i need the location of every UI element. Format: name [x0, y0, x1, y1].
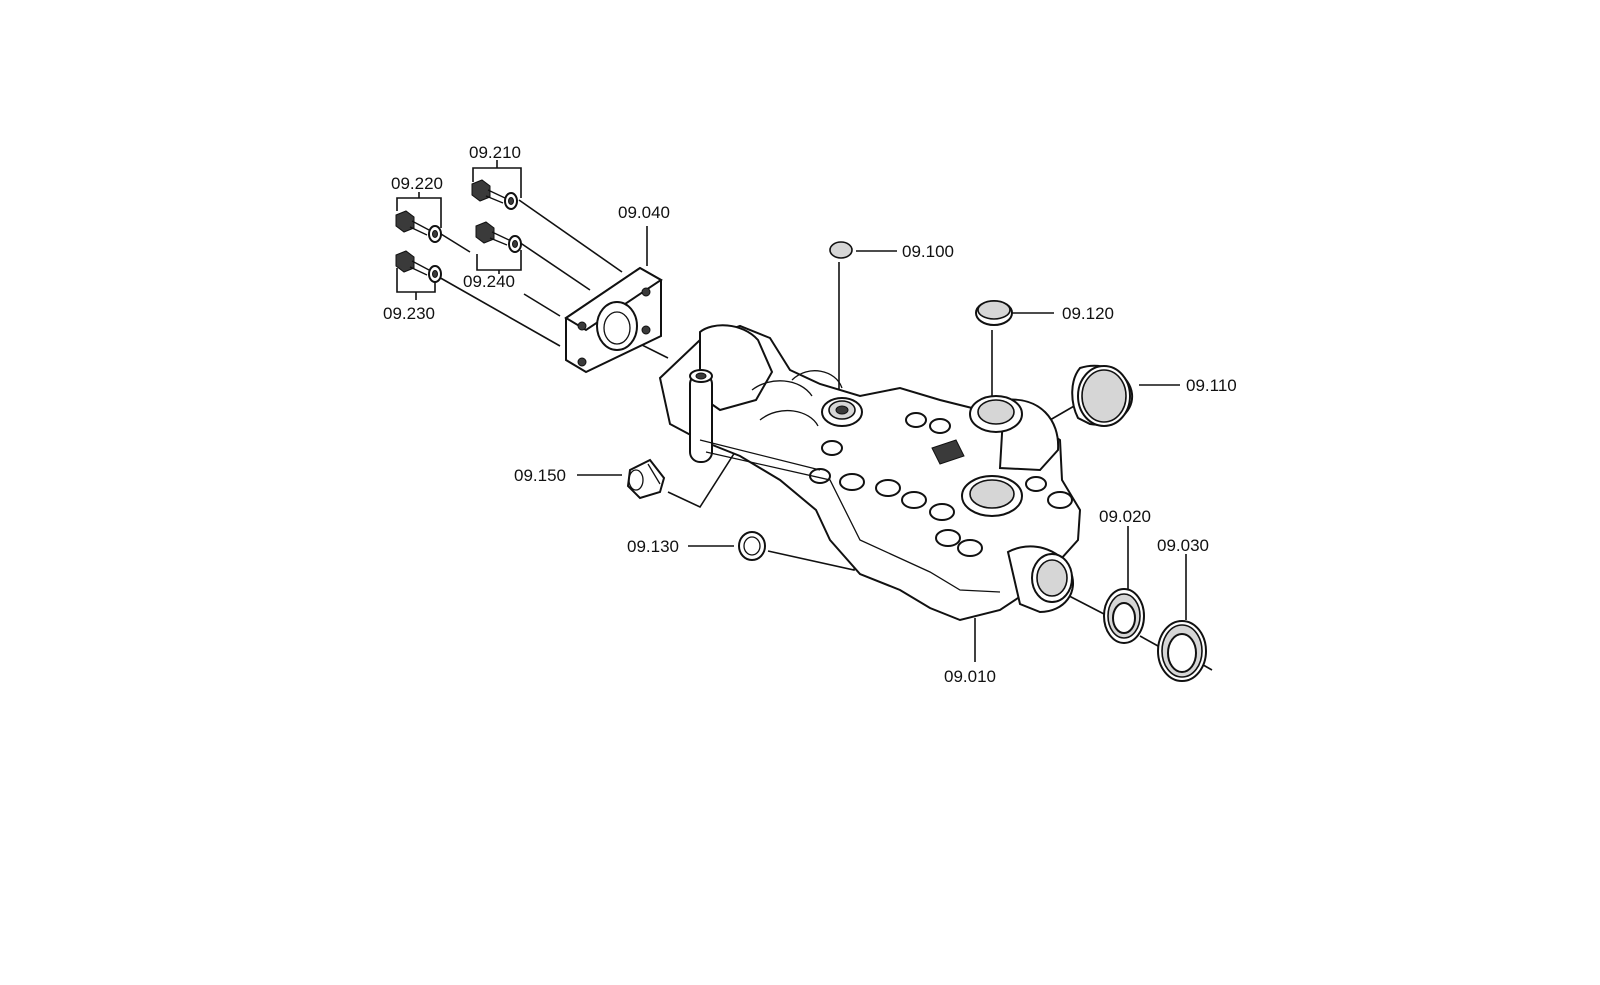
bolt-icon: [395, 210, 442, 243]
cap-icon: [1071, 364, 1134, 427]
o-ring-icon: [738, 531, 766, 561]
part-label-09-150: 09.150: [514, 466, 566, 485]
part-label-09-120: 09.120: [1062, 304, 1114, 323]
part-label-09-110: 09.110: [1186, 376, 1237, 395]
bolt-icon: [471, 179, 518, 210]
gear-housing: [658, 324, 1082, 622]
bolt-icon: [395, 250, 442, 283]
plug-icon: [829, 241, 853, 259]
part-label-09-010: 09.010: [944, 667, 996, 686]
part-label-09-130: 09.130: [627, 537, 679, 556]
part-label-09-040: 09.040: [618, 203, 670, 222]
plug-icon: [975, 300, 1013, 326]
part-label-09-240: 09.240: [463, 272, 515, 291]
part-labels: 09.210 09.220 09.040 09.240 09.230 09.10…: [383, 143, 1237, 686]
part-label-09-210: 09.210: [469, 143, 521, 162]
seal-ring-icon: [1157, 620, 1207, 682]
plug-icon: [626, 458, 666, 500]
part-label-09-100: 09.100: [902, 242, 954, 261]
part-label-09-220: 09.220: [391, 174, 443, 193]
part-label-09-230: 09.230: [383, 304, 435, 323]
bolt-icon: [475, 221, 522, 253]
flange-plate: [564, 266, 663, 374]
part-label-09-020: 09.020: [1099, 507, 1151, 526]
ring-icon: [1103, 588, 1145, 644]
part-label-09-030: 09.030: [1157, 536, 1209, 555]
